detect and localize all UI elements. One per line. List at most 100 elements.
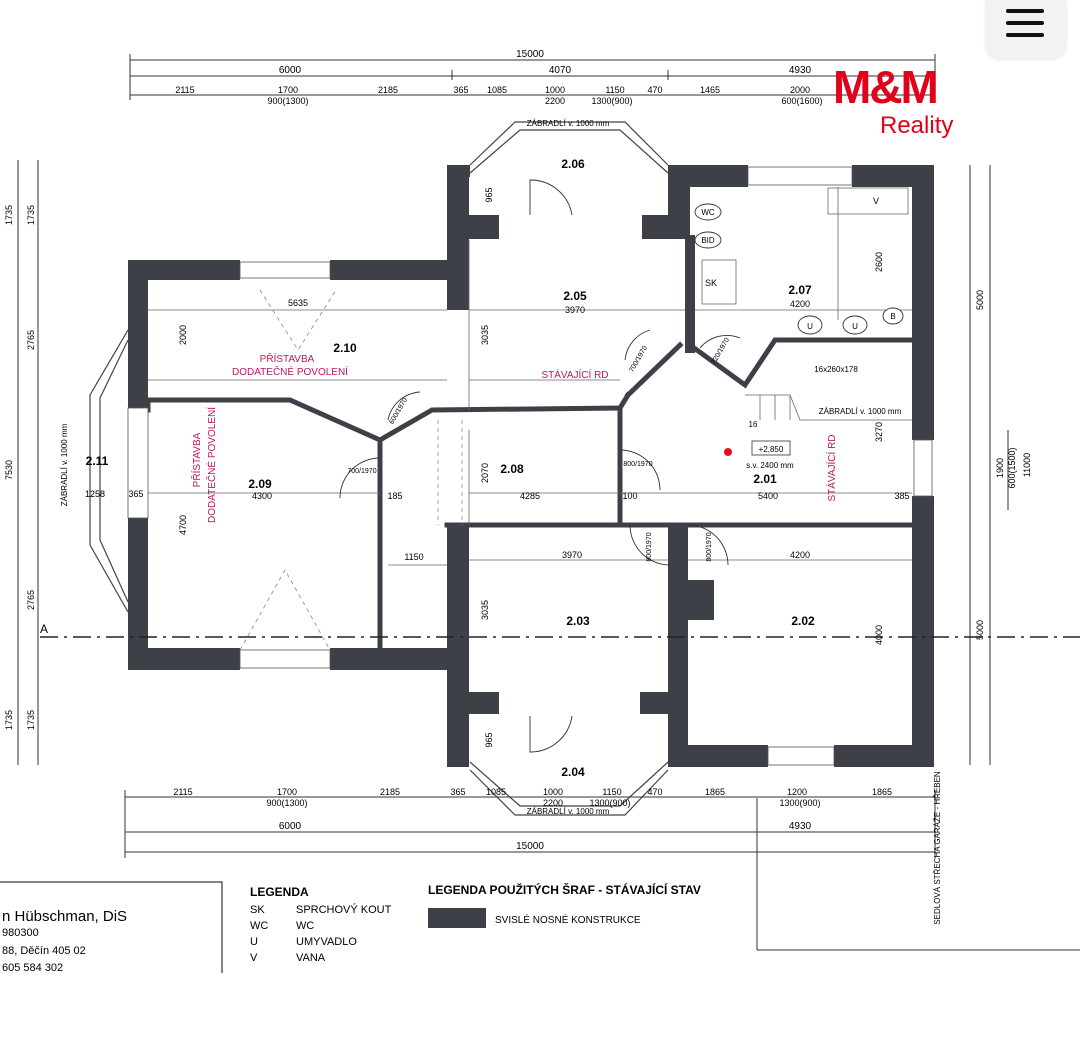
roof-note: SEDLOVÁ STŘECHA GARÁŽE - HŘEBEN <box>933 771 942 925</box>
dim-row-top: 2115 1700 2185 365 1085 1000 1150 470 14… <box>175 85 822 106</box>
svg-text:V: V <box>873 196 879 206</box>
dim-seg-1: 6000 <box>279 65 302 76</box>
svg-text:720/1970: 720/1970 <box>710 337 731 366</box>
svg-text:4300: 4300 <box>252 491 272 501</box>
windows <box>127 166 933 766</box>
svg-text:470: 470 <box>647 85 662 95</box>
svg-text:STÁVAJÍCÍ RD: STÁVAJÍCÍ RD <box>825 434 838 501</box>
svg-text:1085: 1085 <box>487 85 507 95</box>
svg-text:605 584 302: 605 584 302 <box>2 962 63 974</box>
room-numbers: 2.06 2.07 2.05 2.10 2.11 2.09 2.08 2.01 … <box>86 157 815 779</box>
menu-button[interactable] <box>986 0 1066 58</box>
svg-text:ZÁBRADLÍ v. 1000 mm: ZÁBRADLÍ v. 1000 mm <box>819 407 902 416</box>
svg-text:2600: 2600 <box>874 252 884 272</box>
svg-text:PŘÍSTAVBA: PŘÍSTAVBA <box>190 432 203 487</box>
svg-text:DODATEČNÉ POVOLENÍ: DODATEČNÉ POVOLENÍ <box>232 365 348 378</box>
thin-room-lines <box>148 187 912 566</box>
svg-text:1000: 1000 <box>545 85 565 95</box>
svg-text:1735: 1735 <box>26 710 36 730</box>
svg-text:STÁVAJÍCÍ RD: STÁVAJÍCÍ RD <box>541 368 608 381</box>
svg-text:470: 470 <box>647 787 662 797</box>
svg-text:3970: 3970 <box>562 550 582 560</box>
dim-bottom-seg-1: 6000 <box>279 821 302 832</box>
svg-text:1000: 1000 <box>543 787 563 797</box>
brand-logo-sub: Reality <box>880 112 954 139</box>
svg-text:3970: 3970 <box>565 305 585 315</box>
svg-text:2765: 2765 <box>26 590 36 610</box>
svg-text:2765: 2765 <box>26 330 36 350</box>
dim-seg-3: 4930 <box>789 65 812 76</box>
svg-text:16: 16 <box>749 420 758 429</box>
room-2-05: 2.05 <box>563 289 587 303</box>
legend-desc: WC <box>296 920 314 932</box>
svg-text:3035: 3035 <box>480 325 490 345</box>
inner-dimensions: 5635 3970 4200 4300 4285 5400 3970 4200 … <box>85 187 910 747</box>
svg-text:1865: 1865 <box>872 787 892 797</box>
svg-text:185: 185 <box>387 491 402 501</box>
svg-text:4700: 4700 <box>178 515 188 535</box>
svg-text:4000: 4000 <box>874 625 884 645</box>
legend-code: SK <box>250 904 265 916</box>
svg-text:U: U <box>807 322 813 331</box>
dim-total-top: 15000 <box>516 49 544 60</box>
top-dimension-lines <box>129 54 936 100</box>
svg-text:n Hübschman, DiS: n Hübschman, DiS <box>2 908 127 925</box>
legend-desc: UMYVADLO <box>296 936 357 948</box>
svg-text:1700: 1700 <box>277 787 297 797</box>
svg-text:4285: 4285 <box>520 491 540 501</box>
svg-text:11000: 11000 <box>1022 453 1032 477</box>
svg-text:2115: 2115 <box>173 787 192 797</box>
author-block: n Hübschman, DiS 980300 88, Děčín 405 02… <box>2 908 127 974</box>
dim-row-bottom: 2115 1700 2185 365 1085 1000 1150 470 18… <box>173 787 892 808</box>
svg-text:ZÁBRADLÍ v. 1000 mm: ZÁBRADLÍ v. 1000 mm <box>60 423 69 506</box>
svg-text:600(1500): 600(1500) <box>1007 447 1017 488</box>
svg-text:3035: 3035 <box>480 600 490 620</box>
right-dimension-lines <box>969 165 1009 765</box>
svg-text:16x260x178: 16x260x178 <box>814 365 858 374</box>
svg-text:365: 365 <box>450 787 465 797</box>
structural-walls <box>128 165 934 767</box>
svg-text:1735: 1735 <box>4 205 14 225</box>
room-2-09: 2.09 <box>248 477 272 491</box>
svg-text:965: 965 <box>484 187 494 202</box>
svg-text:3270: 3270 <box>874 422 884 442</box>
legend-code: WC <box>250 920 268 932</box>
svg-text:1700: 1700 <box>278 85 298 95</box>
svg-text:4200: 4200 <box>790 299 810 309</box>
svg-text:BID: BID <box>701 236 715 245</box>
dim-seg-2: 4070 <box>549 65 572 76</box>
room-2-08: 2.08 <box>500 462 524 476</box>
room-2-11: 2.11 <box>86 454 109 468</box>
svg-text:1300(900): 1300(900) <box>591 96 632 106</box>
svg-text:2115: 2115 <box>175 85 194 95</box>
svg-text:1200: 1200 <box>787 787 807 797</box>
svg-text:900(1300): 900(1300) <box>267 96 308 106</box>
svg-text:365: 365 <box>128 489 143 499</box>
svg-text:1900: 1900 <box>995 458 1005 478</box>
svg-text:1150: 1150 <box>404 552 423 562</box>
svg-text:5400: 5400 <box>758 491 778 501</box>
svg-text:1150: 1150 <box>602 787 621 797</box>
room-2-10: 2.10 <box>333 341 357 355</box>
svg-text:s.v. 2400 mm: s.v. 2400 mm <box>746 461 794 470</box>
svg-text:2000: 2000 <box>790 85 810 95</box>
svg-text:88, Děčín 405 02: 88, Děčín 405 02 <box>2 945 86 957</box>
svg-text:1865: 1865 <box>705 787 725 797</box>
dim-bottom-seg-2: 4930 <box>789 821 812 832</box>
hamburger-icon <box>1006 9 1044 13</box>
bottom-blank-area <box>0 973 1080 1033</box>
svg-text:1150: 1150 <box>605 85 624 95</box>
svg-text:800/1970: 800/1970 <box>706 532 713 561</box>
svg-text:4200: 4200 <box>790 550 810 560</box>
svg-text:1085: 1085 <box>486 787 506 797</box>
svg-text:800/1970: 800/1970 <box>646 532 653 561</box>
room-2-04: 2.04 <box>561 765 585 779</box>
door-swings <box>339 179 741 753</box>
legend-code: V <box>250 952 258 964</box>
svg-text:1300(900): 1300(900) <box>779 798 820 808</box>
svg-text:U: U <box>852 322 858 331</box>
svg-text:5000: 5000 <box>975 620 985 640</box>
svg-text:WC: WC <box>701 208 715 217</box>
bottom-dimension-lines <box>124 790 1080 951</box>
